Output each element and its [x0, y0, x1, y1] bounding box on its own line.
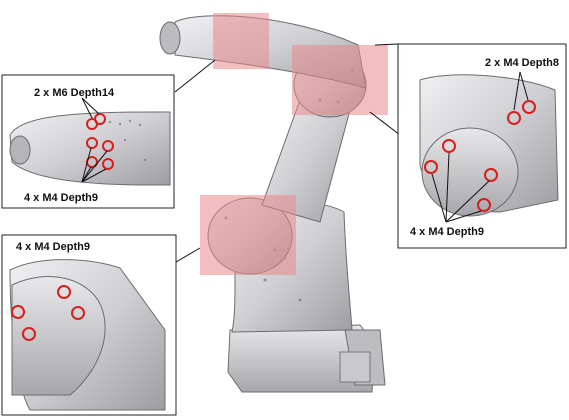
- inset-elbow: 4 x M4 Depth9: [1, 234, 177, 416]
- end-flange: [159, 21, 181, 55]
- label-wrist-m4-d9: 4 x M4 Depth9: [410, 226, 484, 238]
- label-wrist-m4-d8: 2 x M4 Depth8: [485, 57, 559, 69]
- highlight-upper-arm: [213, 13, 269, 69]
- inset-upper-arm: 2 x M6 Depth14 4 x M4 Depth9: [1, 74, 175, 209]
- label-upper-arm-m4: 4 x M4 Depth9: [24, 192, 98, 204]
- leader-wrist-2: [374, 43, 399, 46]
- inset-wrist: 2 x M4 Depth8 4 x M4 Depth9: [397, 43, 567, 249]
- label-upper-arm-m6: 2 x M6 Depth14: [34, 87, 115, 99]
- leader-wrist-1: [369, 111, 401, 136]
- highlight-elbow: [200, 195, 296, 275]
- highlight-wrist: [292, 45, 388, 115]
- label-elbow-m4: 4 x M4 Depth9: [16, 241, 90, 253]
- robot-base: [227, 324, 376, 393]
- leader-elbow: [175, 247, 201, 263]
- leader-upper-arm: [174, 59, 216, 93]
